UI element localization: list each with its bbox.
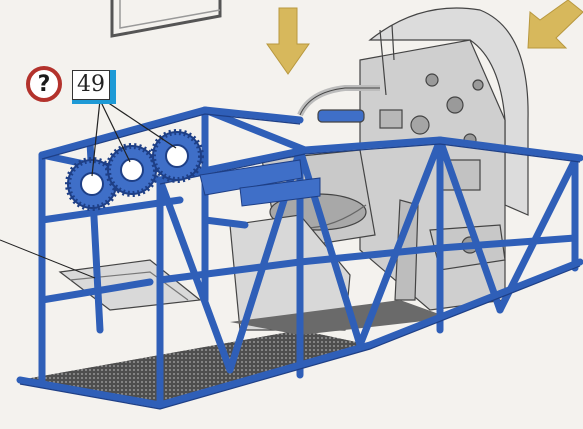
roll-bar-tube: [297, 85, 380, 123]
diagonal-arrow-icon: [527, 0, 583, 49]
part-number-label: 49: [72, 70, 110, 100]
space-frame-outline: [19, 113, 581, 410]
ammo-drum-1: [65, 157, 119, 211]
ammo-drum-3: [150, 129, 204, 183]
question-mark-icon: ?: [26, 66, 62, 102]
space-frame: [16, 106, 583, 409]
down-arrow-icon: [266, 7, 310, 75]
floor-grating: [20, 300, 450, 405]
panel-frame-corner: [110, 0, 222, 38]
part-callout: ? 49: [26, 66, 120, 108]
callout-leader-lines: [91, 99, 177, 177]
ammo-drum-2: [105, 143, 159, 197]
frame-brace: [199, 159, 321, 207]
seat-pan-leader-line: [0, 239, 96, 279]
callout-accent-bottom: [72, 100, 116, 104]
callout-accent: [110, 70, 116, 104]
